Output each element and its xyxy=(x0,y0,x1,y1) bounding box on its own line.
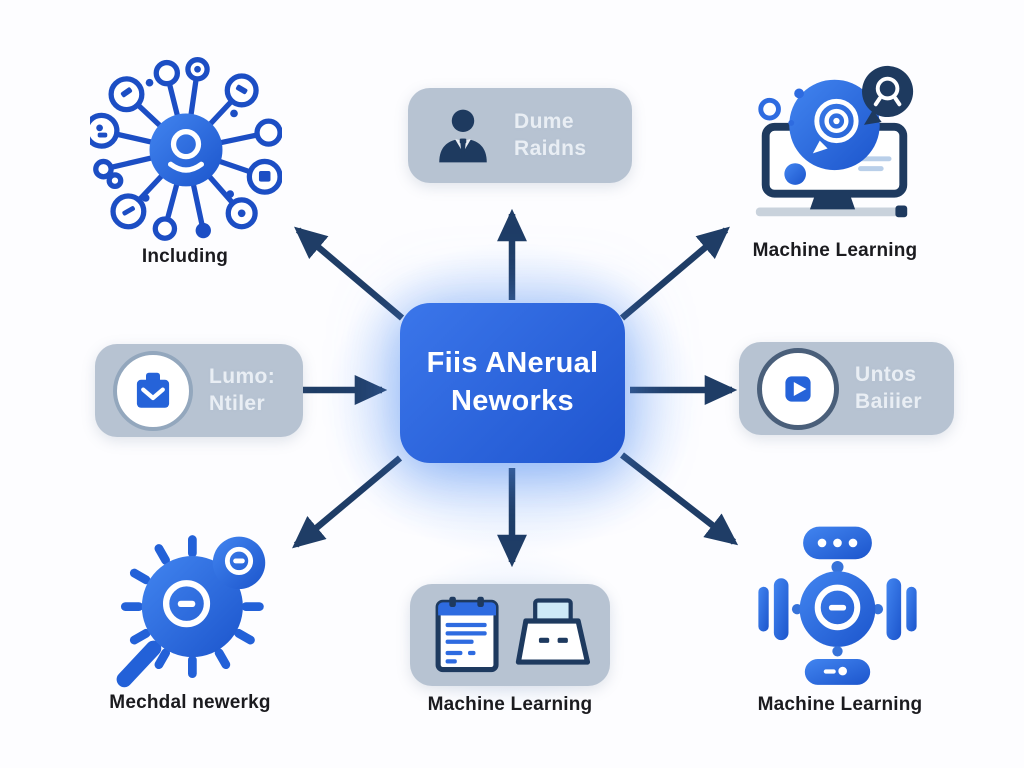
mid-left-text-line2: Ntiler xyxy=(209,391,266,415)
mid-left-text-line1: Lumo: xyxy=(209,364,276,388)
mid-right-card: Untos Baiiier xyxy=(739,342,954,435)
gear-magnifier-icon xyxy=(116,535,266,688)
play-icon-circle xyxy=(757,347,839,430)
bottom-right-label: Machine Learning xyxy=(757,694,923,715)
printer-icon xyxy=(515,598,591,665)
play-button-icon xyxy=(785,375,811,402)
neural-network-hub-icon xyxy=(90,57,282,241)
mid-right-text-line2: Baiiier xyxy=(855,389,922,413)
clipboard-icon xyxy=(435,596,499,673)
bottom-center-label: Machine Learning xyxy=(427,694,593,715)
mid-left-card: Lumo: Ntiler xyxy=(95,344,303,437)
center-node-line2: Neworks xyxy=(451,385,574,417)
top-center-card: Dume Raidns xyxy=(408,88,632,183)
top-center-text-line1: Dume xyxy=(514,109,574,133)
person-tie-icon xyxy=(439,109,487,162)
briefcase-icon-circle xyxy=(113,350,193,431)
briefcase-icon xyxy=(136,372,170,408)
mid-right-text-line1: Untos xyxy=(855,362,917,386)
monitor-analysis-icon xyxy=(755,65,914,218)
top-left-label: Including xyxy=(141,246,229,267)
arrow-up-left xyxy=(294,226,405,321)
arrow-down-left xyxy=(292,455,403,549)
center-node-line1: Fiis ANerual xyxy=(426,347,599,380)
top-right-label: Machine Learning xyxy=(752,240,918,261)
center-node: Fiis ANerual Neworks xyxy=(400,303,625,463)
arrow-up-right xyxy=(619,226,730,321)
arrow-down-right xyxy=(620,452,739,546)
robot-icon xyxy=(758,526,917,685)
bottom-left-label: Mechdal newerkg xyxy=(109,692,271,713)
clipboard-printer-icons xyxy=(435,596,591,673)
top-center-text-line2: Raidns xyxy=(514,136,587,160)
bottom-center-card xyxy=(410,584,610,686)
